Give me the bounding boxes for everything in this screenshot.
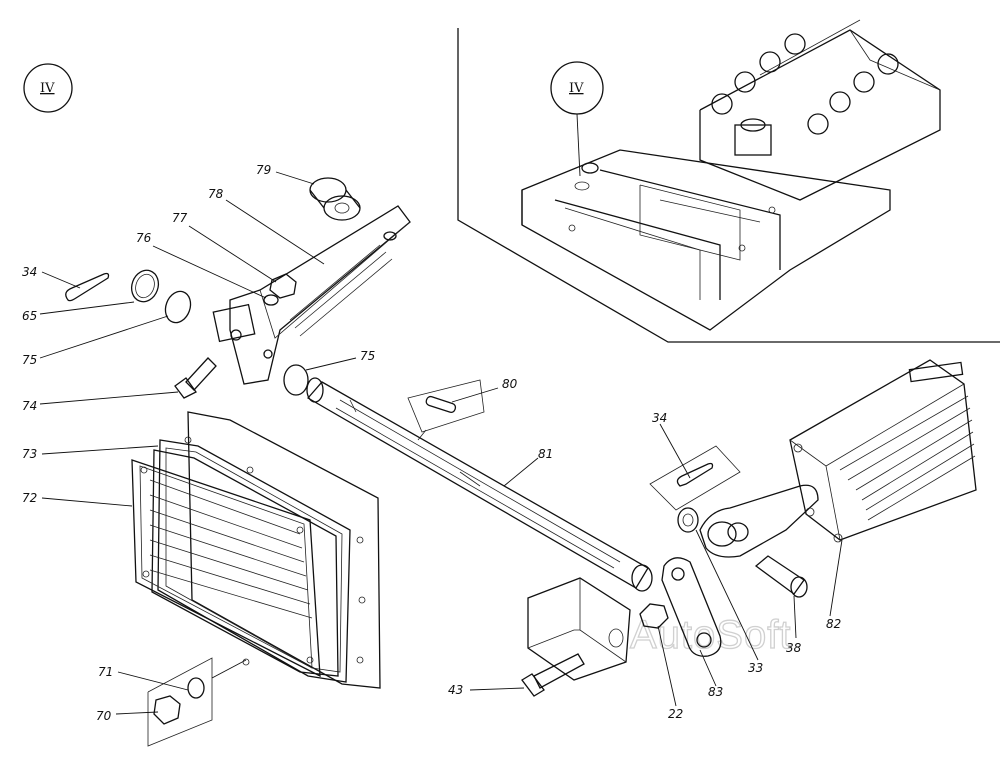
- callout-34-left: 34: [22, 265, 37, 279]
- callout-75-right: 75: [360, 349, 375, 363]
- callout-80: 80: [502, 377, 518, 391]
- callout-83: 83: [708, 685, 723, 699]
- part-43-bolt: [521, 653, 585, 697]
- callout-34-right: 34: [652, 411, 667, 425]
- part-72-cover-plate: [131, 459, 321, 678]
- view-marker-left: IV: [23, 63, 73, 113]
- callout-33: 33: [748, 661, 763, 675]
- part-79-roller: [309, 177, 361, 221]
- leader-lines: [39, 171, 843, 715]
- part-73-gasket-plates: [151, 411, 381, 689]
- callouts: 79 78 77 76 34 65 75 75 74 73 72 71 70 8…: [22, 163, 841, 723]
- view-marker-right: IV: [550, 61, 604, 177]
- part-75-o-ring-right: [283, 364, 309, 396]
- callout-76: 76: [136, 231, 152, 245]
- part-74-bolt: [174, 357, 217, 399]
- inset-frame: [457, 28, 1000, 343]
- callout-72: 72: [22, 491, 37, 505]
- watermark-text: AutoSoft: [630, 613, 791, 657]
- part-78-lever: [212, 205, 411, 385]
- mounting-bracket: [527, 577, 631, 681]
- callout-78: 78: [208, 187, 224, 201]
- part-65-spring-washer: [130, 269, 160, 303]
- callout-70: 70: [96, 709, 112, 723]
- part-34-cotter-pin-right: [649, 445, 741, 511]
- callout-79: 79: [256, 163, 271, 177]
- chassis-assembly-view: [521, 19, 941, 331]
- callout-38: 38: [786, 641, 802, 655]
- part-77-nut: [269, 273, 297, 299]
- part-82-cylinder: [789, 359, 977, 543]
- part-38-bushing: [754, 555, 808, 598]
- part-76-washer: [263, 294, 279, 306]
- part-70-71-fastener-set: [147, 657, 247, 747]
- part-22-nut: [639, 603, 669, 629]
- callout-75-left: 75: [22, 353, 37, 367]
- part-34-cotter-pin-left: [65, 272, 110, 302]
- callout-77: 77: [172, 211, 188, 225]
- callout-43: 43: [448, 683, 463, 697]
- part-75-o-ring-left: [164, 290, 192, 324]
- callout-22: 22: [668, 707, 683, 721]
- part-80-key: [407, 379, 485, 441]
- callout-71: 71: [98, 665, 113, 679]
- part-83-link: [661, 557, 722, 657]
- svg-text:IV: IV: [569, 81, 584, 96]
- callout-73: 73: [22, 447, 37, 461]
- callout-81: 81: [538, 447, 553, 461]
- callout-65: 65: [22, 309, 37, 323]
- part-81-shaft: [306, 377, 653, 592]
- part-33-washer: [677, 507, 699, 533]
- svg-text:IV: IV: [40, 81, 55, 96]
- callout-74: 74: [22, 399, 37, 413]
- part-rod-eye: [699, 484, 819, 558]
- callout-82: 82: [826, 617, 841, 631]
